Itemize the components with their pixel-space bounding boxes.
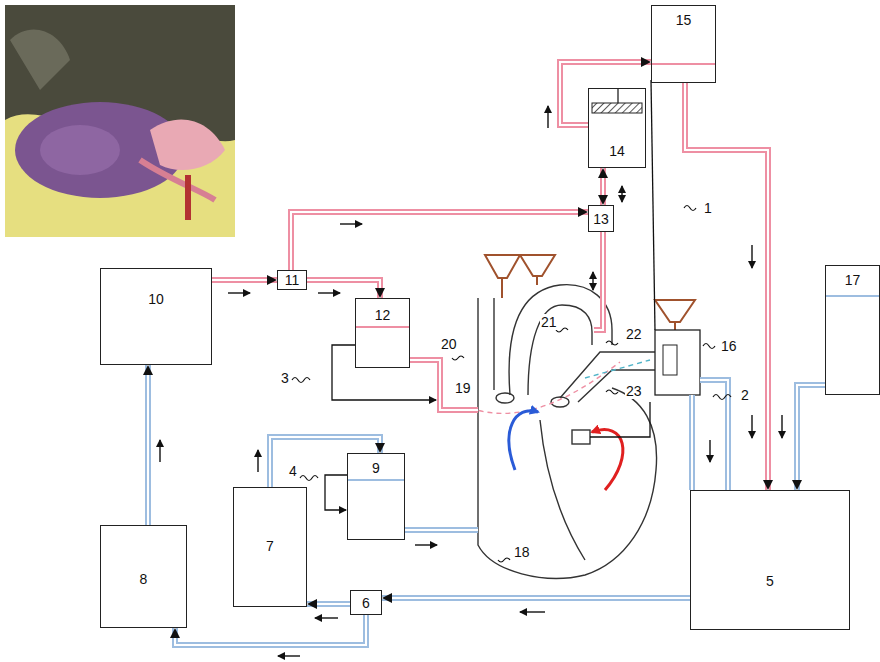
- tube: [382, 597, 690, 599]
- reservoir-box: 12: [355, 298, 410, 368]
- leader-line: [292, 206, 731, 563]
- arrow-head: [797, 385, 825, 490]
- wire: [325, 80, 655, 510]
- part-number: 15: [676, 12, 692, 28]
- tubing: [405, 232, 728, 530]
- tube: [307, 601, 350, 607]
- tube: [291, 212, 588, 270]
- flow-connector: [382, 598, 690, 599]
- flow-connector: [307, 280, 380, 298]
- connector-box: 13: [588, 205, 614, 232]
- pressure-box: [655, 330, 700, 395]
- flow-connector: [148, 365, 149, 525]
- pump-box: 14: [588, 88, 646, 168]
- reservoir-box: 9: [347, 453, 405, 540]
- tube: [212, 279, 277, 281]
- arrow-head: [603, 168, 604, 205]
- callout-number: 4: [288, 463, 298, 479]
- tube: [307, 280, 380, 298]
- tube: [307, 280, 380, 298]
- pump-box: 7: [233, 487, 307, 607]
- flow-arrow: [160, 106, 782, 656]
- tube: [797, 385, 825, 490]
- connector-box: 11: [277, 270, 307, 290]
- pump-box: 8: [100, 525, 187, 628]
- pressure-box: [663, 345, 677, 375]
- tube: [382, 595, 690, 601]
- arrow-head: [307, 280, 380, 298]
- callout-number: 3: [280, 370, 290, 386]
- funnel: [485, 255, 695, 330]
- callout-number: 22: [625, 326, 643, 342]
- arrow-head: [291, 212, 588, 270]
- collector-box: 5: [690, 490, 850, 630]
- tube: [602, 168, 604, 205]
- callout-number: 19: [454, 380, 472, 396]
- part-number: 6: [362, 595, 370, 611]
- part-number: 14: [609, 143, 625, 159]
- tube: [685, 83, 768, 490]
- tube: [212, 277, 277, 283]
- flow-connector: [307, 604, 350, 605]
- part-number: 12: [375, 307, 391, 323]
- oxygenator-box: 10: [100, 268, 212, 365]
- tube: [307, 603, 350, 605]
- tube: [797, 385, 825, 490]
- flow-connector: [291, 212, 588, 270]
- callout-number: 16: [720, 338, 738, 354]
- flow-connector: [603, 168, 604, 205]
- tube: [291, 212, 588, 270]
- callout-number: 2: [740, 387, 750, 403]
- callout-number: 18: [513, 544, 531, 560]
- tube: [147, 365, 149, 525]
- arrow-head: [307, 604, 350, 605]
- heart-photo: [5, 5, 235, 237]
- callout-number: 21: [540, 314, 558, 330]
- arrow-head: [685, 83, 768, 490]
- callout-number: 23: [625, 383, 643, 399]
- connector-box: 6: [350, 590, 382, 615]
- tube: [685, 83, 768, 490]
- flow-connector: [175, 615, 366, 645]
- arrow-head: [382, 598, 690, 599]
- arrow-head: [175, 615, 366, 645]
- part-number: 7: [266, 538, 274, 554]
- part-number: 5: [766, 573, 774, 589]
- part-number: 13: [593, 211, 609, 227]
- reservoir-box: 17: [825, 265, 880, 395]
- arrow-head: [212, 280, 277, 281]
- flow-connector: [685, 83, 768, 490]
- part-number: 11: [285, 272, 300, 288]
- heart-drawing: [470, 285, 657, 579]
- tube: [175, 615, 366, 645]
- part-number: 10: [148, 291, 164, 307]
- arrow-head: [148, 365, 149, 525]
- callout-number: 1: [703, 200, 713, 216]
- part-number: 8: [140, 571, 148, 587]
- callout-number: 20: [440, 336, 458, 352]
- part-number: 9: [372, 460, 380, 476]
- part-number: 17: [845, 272, 861, 288]
- tube: [600, 168, 606, 205]
- tube: [175, 615, 366, 645]
- reservoir-box: 15: [651, 5, 716, 83]
- flow-connector: [797, 385, 825, 490]
- flow-connector: [212, 280, 277, 281]
- tube: [145, 365, 151, 525]
